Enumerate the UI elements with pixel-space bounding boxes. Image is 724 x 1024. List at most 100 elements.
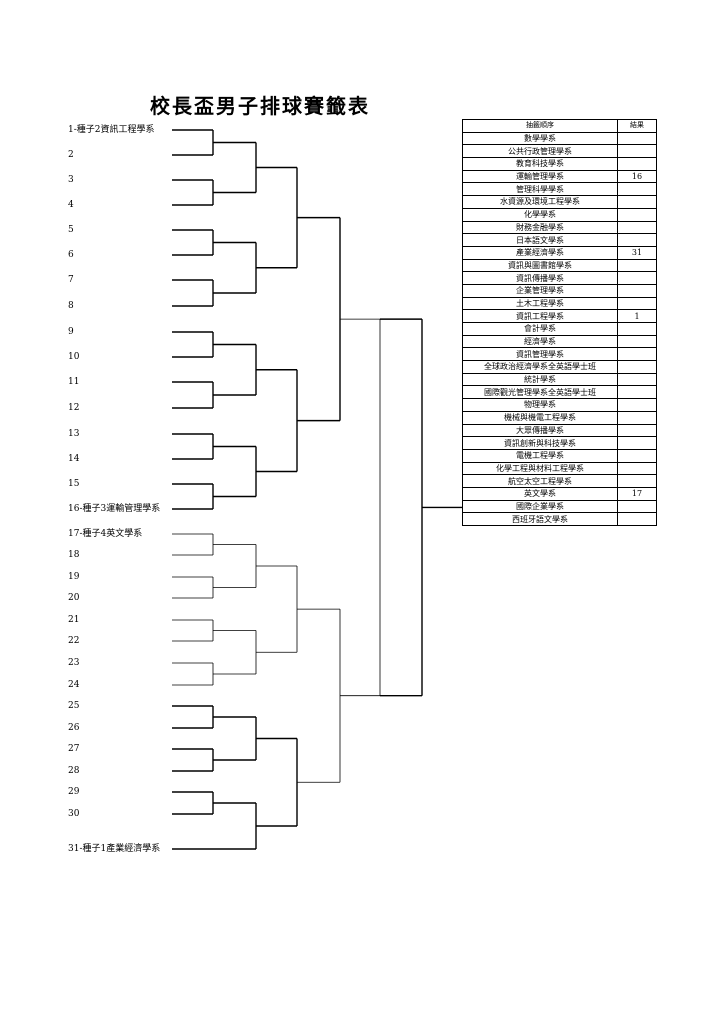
result-cell [617,334,657,349]
result-cell [617,448,657,463]
result-cell [617,182,657,197]
result-cell [617,398,657,412]
bracket-slot: 9 [68,327,74,337]
result-cell [617,385,657,400]
result-cell [617,347,657,362]
result-cell [617,372,657,387]
dept-cell: 產業經濟學系 [462,245,618,260]
bracket-slot: 13 [68,429,80,439]
table-row: 大眾傳播學系 [462,423,657,438]
bracket-slot: 14 [68,454,80,464]
bracket-slot: 15 [68,479,80,489]
dept-cell: 國際觀光管理學系全英語學士班 [462,385,618,400]
dept-cell: 財務金融學系 [462,220,618,235]
bracket-slot: 25 [68,701,80,711]
bracket-slot: 4 [68,200,74,210]
result-cell [617,423,657,438]
dept-cell: 會計學系 [462,322,618,336]
result-cell: 16 [617,169,657,184]
table-row: 財務金融學系 [462,220,657,235]
result-cell [617,436,657,450]
bracket-slot: 10 [68,352,80,362]
result-cell [617,474,657,488]
dept-cell: 化學工程與材料工程學系 [462,461,618,476]
table-row: 管理科學學系 [462,182,657,197]
result-cell [617,360,657,374]
bracket-slot: 7 [68,275,74,285]
table-row: 航空太空工程學系 [462,474,657,488]
result-cell [617,499,657,514]
bracket-slot: 21 [68,615,80,625]
bracket-slot: 30 [68,809,80,819]
bracket-slot: 2 [68,150,74,160]
dept-cell: 管理科學學系 [462,182,618,197]
table-row: 經濟學系 [462,334,657,349]
table-row: 統計學系 [462,372,657,387]
table-row: 資訊管理學系 [462,347,657,362]
bracket-slot: 5 [68,225,74,235]
bracket-slot: 18 [68,550,80,560]
dept-cell: 大眾傳播學系 [462,423,618,438]
dept-cell: 公共行政管理學系 [462,144,618,159]
result-cell [617,283,657,298]
bracket-slot: 29 [68,787,80,797]
table-row: 資訊傳播學系 [462,271,657,285]
result-cell: 1 [617,309,657,323]
table-row: 企業管理學系 [462,283,657,298]
table-row: 西班牙語文學系 [462,512,657,526]
dept-cell: 化學學系 [462,207,618,222]
result-cell [617,271,657,285]
dept-cell: 日本語文學系 [462,233,618,247]
result-cell [617,296,657,311]
page-title: 校長盃男子排球賽籤表 [150,94,370,118]
dept-cell: 運輸管理學系 [462,169,618,184]
result-cell [617,207,657,222]
result-cell [617,233,657,247]
table-row: 資訊與圖書館學系 [462,258,657,273]
bracket-slot: 12 [68,403,80,413]
dept-cell: 資訊傳播學系 [462,271,618,285]
bracket-slot: 28 [68,766,80,776]
bracket-slot: 31-種子1產業經濟學系 [68,844,161,854]
result-cell [617,144,657,159]
table-row: 化學工程與材料工程學系 [462,461,657,476]
dept-cell: 企業管理學系 [462,283,618,298]
table-row: 電機工程學系 [462,448,657,463]
table-row: 資訊創新與科技學系 [462,436,657,450]
result-cell [617,131,657,146]
bracket-slot: 17-種子4英文學系 [68,529,143,539]
result-cell [617,322,657,336]
result-cell [617,461,657,476]
table-row: 國際觀光管理學系全英語學士班 [462,385,657,400]
result-cell [617,157,657,171]
bracket-slot: 3 [68,175,74,185]
dept-cell: 西班牙語文學系 [462,512,618,526]
bracket-slot: 23 [68,658,80,668]
table-header-row: 抽籤順序 結果 [462,119,657,133]
dept-cell: 全球政治經濟學系全英語學士班 [462,360,618,374]
dept-cell: 機械與機電工程學系 [462,410,618,425]
result-cell [617,195,657,209]
table-row: 會計學系 [462,322,657,336]
table-row: 數學學系 [462,131,657,146]
result-cell: 17 [617,486,657,501]
draw-order-header: 抽籤順序 [462,119,618,133]
dept-cell: 土木工程學系 [462,296,618,311]
result-header: 結果 [617,119,657,133]
dept-cell: 資訊創新與科技學系 [462,436,618,450]
dept-cell: 英文學系 [462,486,618,501]
bracket-slot: 1-種子2資訊工程學系 [68,125,155,135]
table-row: 國際企業學系 [462,499,657,514]
result-cell [617,220,657,235]
table-row: 土木工程學系 [462,296,657,311]
table-row: 全球政治經濟學系全英語學士班 [462,360,657,374]
bracket-slot: 19 [68,572,80,582]
dept-cell: 國際企業學系 [462,499,618,514]
bracket-slot: 8 [68,301,74,311]
